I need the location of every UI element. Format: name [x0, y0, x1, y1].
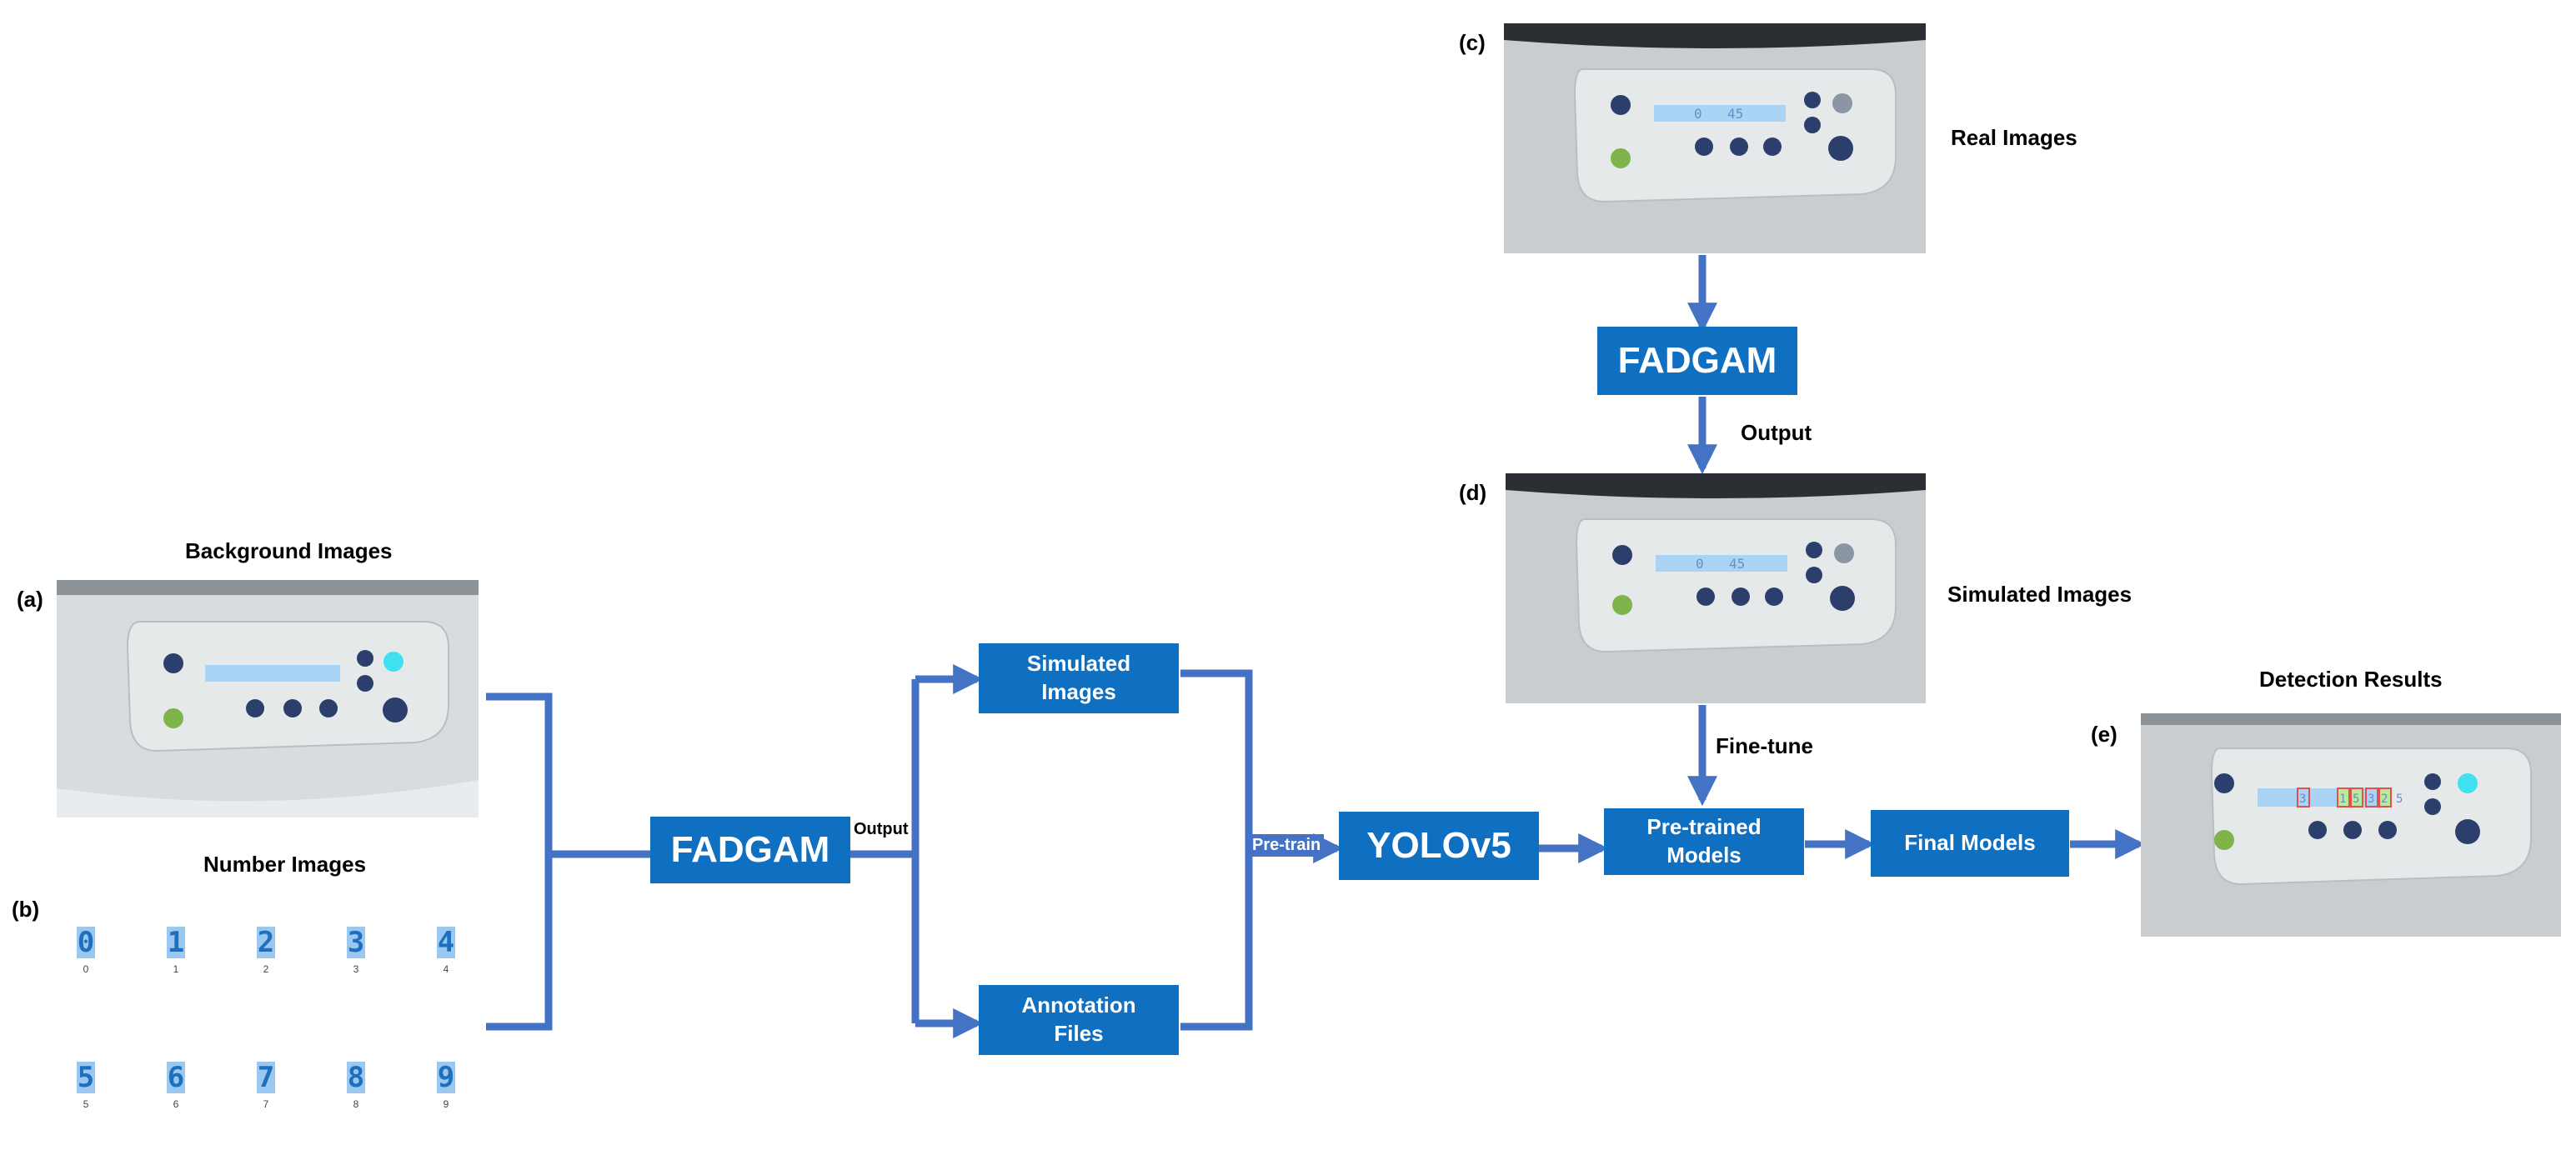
- simulated-images-box: Simulated Images: [979, 643, 1179, 713]
- panel-label-c: (c): [1459, 30, 1486, 55]
- detection-result-photo: 3 1 5 3 2 5: [2141, 713, 2561, 937]
- edge-label-fine-tune: Fine-tune: [1716, 733, 1813, 758]
- yolov5-box: YOLOv5: [1339, 812, 1539, 880]
- edge-label-pre-train: Pre-train: [1249, 834, 1325, 857]
- edge-background-to-merge: [486, 692, 553, 1031]
- fadgam-box-left: FADGAM: [650, 817, 850, 883]
- svg-text:5: 5: [2353, 792, 2359, 806]
- svg-text:1: 1: [2339, 792, 2346, 806]
- panel-label-b: (b): [12, 897, 40, 922]
- pretrained-models-box: Pre-trained Models: [1604, 808, 1804, 875]
- edge-label-output-top: Output: [1741, 420, 1812, 445]
- panel-label-d: (d): [1459, 480, 1487, 505]
- caption-real-images: Real Images: [1951, 125, 2077, 150]
- final-models-box: Final Models: [1871, 810, 2069, 877]
- edge-label-output-left: Output: [854, 820, 909, 838]
- svg-text:2: 2: [2381, 792, 2388, 806]
- real-image-photo: 0 45: [1504, 23, 1926, 253]
- fadgam-box-top: FADGAM: [1597, 327, 1797, 395]
- panel-label-a: (a): [17, 587, 43, 612]
- edge-simulated-out: [1180, 669, 1253, 1031]
- simulated-image-photo: 0 45: [1506, 473, 1926, 703]
- caption-detection-results: Detection Results: [2259, 667, 2443, 692]
- caption-background-images: Background Images: [185, 538, 393, 563]
- annotation-files-box: Annotation Files: [979, 985, 1179, 1055]
- svg-text:45: 45: [1729, 556, 1745, 572]
- svg-text:0: 0: [1694, 106, 1702, 122]
- caption-simulated-images: Simulated Images: [1947, 582, 2132, 607]
- svg-text:3: 3: [2368, 792, 2374, 806]
- panel-label-e: (e): [2091, 722, 2117, 747]
- caption-number-images: Number Images: [203, 852, 367, 877]
- svg-text:0: 0: [1696, 556, 1704, 572]
- background-image-photo: [57, 580, 479, 818]
- svg-text:3: 3: [2299, 792, 2306, 806]
- svg-text:45: 45: [1727, 106, 1743, 122]
- svg-text:5: 5: [2396, 792, 2403, 806]
